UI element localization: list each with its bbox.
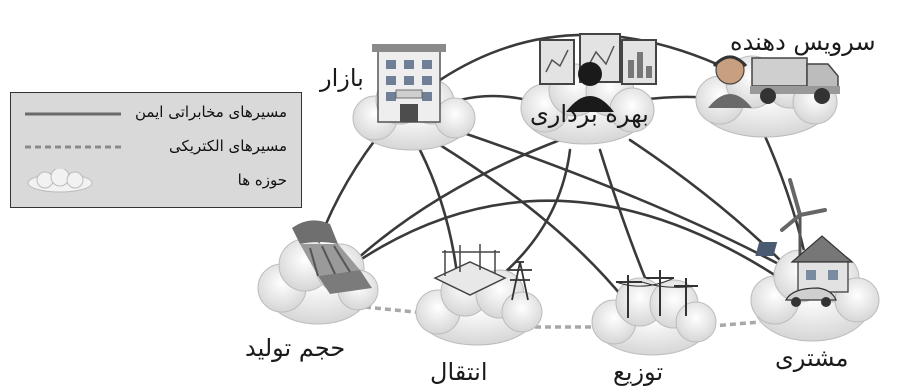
comm-link-ops-distribution (598, 148, 652, 292)
communication-links (308, 33, 807, 302)
label-bulk-generation: حجم تولید (245, 334, 346, 362)
electric-link-generation-transmission (364, 305, 426, 315)
substation-tower-icon (433, 244, 532, 301)
building-icon (372, 44, 446, 123)
dashed-line-icon (25, 145, 121, 149)
legend-label: حوزه ها (237, 171, 287, 189)
comm-link-market-customer (453, 128, 792, 272)
label-service-provider: سرویس دهنده (730, 28, 876, 56)
power-pole-icon (615, 270, 699, 318)
house-turbine-icon (755, 178, 854, 307)
technician-truck-icon (708, 55, 840, 108)
legend-item-electric-line: مسیرهای الکتریکی (11, 135, 301, 161)
label-customer: مشتری (775, 344, 849, 372)
solid-line-icon (25, 112, 121, 116)
dam-icon (292, 220, 372, 294)
label-market: بازار (320, 64, 364, 92)
operator-monitors-icon (539, 33, 657, 112)
label-transmission: انتقال (430, 358, 488, 386)
comm-link-service-customer (758, 123, 807, 257)
label-operations: بهره برداری (530, 100, 649, 128)
cloud-icon (27, 169, 93, 193)
comm-link-market-service (438, 33, 732, 82)
legend-label: مسیرهای مخابراتی ایمن (135, 103, 287, 121)
legend-item-domain: حوزه ها (11, 169, 301, 195)
label-distribution: توزیع (613, 358, 664, 386)
legend: مسیرهای مخابراتی ایمن مسیرهای الکتریکی ح… (10, 92, 302, 208)
comm-link-generation-customer (358, 199, 792, 287)
legend-item-comm-line: مسیرهای مخابراتی ایمن (11, 101, 301, 127)
comm-link-market-transmission (418, 148, 460, 284)
cloud-distribution (591, 277, 717, 356)
legend-label: مسیرهای الکتریکی (169, 137, 287, 155)
comm-link-ops-transmission (488, 148, 572, 287)
comm-link-ops-generation (343, 138, 562, 272)
